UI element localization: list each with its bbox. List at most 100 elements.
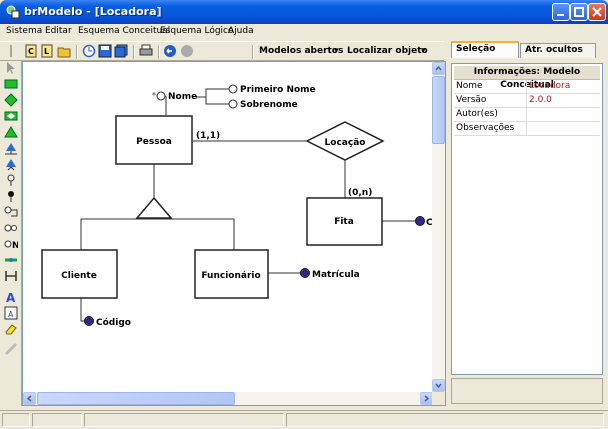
relationship-locacao[interactable]: Locação [305, 121, 385, 161]
multivalued-attribute-icon[interactable]: N [4, 237, 18, 251]
property-row[interactable]: Nome Locadora [454, 80, 600, 94]
brmodelo-app-icon[interactable] [6, 5, 20, 19]
property-value[interactable]: Locadora [529, 81, 571, 91]
tab-atr-ocultos[interactable]: Atr. ocultos [520, 43, 596, 58]
new-logical-icon[interactable]: L [40, 44, 54, 58]
property-key: Observações [456, 123, 515, 133]
attribute-codigo-circle[interactable] [84, 316, 94, 326]
chevron-left-icon [26, 395, 32, 402]
svg-text:A: A [6, 291, 16, 304]
attribute-matricula-label: Matrícula [312, 270, 360, 280]
key-attribute-tool-icon[interactable] [4, 189, 18, 203]
connector-icon[interactable] [4, 253, 18, 267]
associative-entity-icon[interactable] [4, 109, 18, 123]
attribute-nome-label: Nome [168, 92, 197, 102]
redo-icon[interactable] [180, 44, 194, 58]
scroll-left-button[interactable] [23, 392, 36, 405]
chevron-up-icon [435, 65, 442, 71]
find-object-dropdown[interactable]: Localizar objeto [347, 46, 428, 56]
self-relationship-icon[interactable] [4, 269, 18, 283]
entity-cliente[interactable]: Cliente [41, 249, 118, 299]
status-cell [286, 413, 604, 427]
save-all-icon[interactable] [114, 44, 128, 58]
menu-esquema-logico[interactable]: Esquema Lógico [160, 26, 234, 36]
properties-header: Informações: Modelo Conceitual [454, 66, 600, 90]
svg-text:C: C [28, 47, 34, 56]
entity-pessoa[interactable]: Pessoa [115, 115, 193, 165]
menu-ajuda[interactable]: Ajuda [228, 26, 254, 36]
inspector-panel: Seleção Atr. ocultos Informações: Modelo… [446, 41, 608, 406]
minimize-button[interactable] [552, 3, 570, 21]
specialization-shared-icon[interactable] [4, 157, 18, 171]
entity-cliente-label: Cliente [61, 271, 97, 281]
entity-tool-icon[interactable] [4, 77, 18, 91]
menu-sistema[interactable]: Sistema [6, 26, 43, 36]
property-key: Versão [456, 95, 487, 105]
menu-esquema-conceitual[interactable]: Esquema Conceitual [78, 26, 171, 36]
new-conceptual-icon[interactable]: C [24, 44, 38, 58]
attribute-primeiro-nome-circle[interactable] [228, 84, 238, 94]
scroll-up-button[interactable] [432, 62, 445, 75]
undo-icon[interactable] [163, 44, 177, 58]
entity-funcionario-label: Funcionário [201, 271, 260, 281]
attribute-fita-key-circle[interactable] [415, 216, 425, 226]
attribute-codigo-label: Código [96, 317, 131, 328]
composite-attribute-icon[interactable] [4, 205, 18, 219]
print-icon[interactable] [139, 44, 153, 58]
er-diagram[interactable]: Pessoa Fita Cliente Funcionário Locação … [23, 62, 433, 394]
minimize-icon [557, 14, 564, 16]
text-tool-icon[interactable]: A [4, 290, 18, 304]
property-row[interactable]: Versão 2.0.0 [454, 94, 600, 108]
diagram-canvas[interactable]: Pessoa Fita Cliente Funcionário Locação … [22, 61, 446, 406]
horizontal-scroll-thumb[interactable] [37, 392, 235, 405]
attribute-sobrenome-label: Sobrenome [240, 100, 298, 110]
attribute-fita-label: Co [426, 218, 433, 228]
text-box-tool-icon[interactable]: A [4, 306, 18, 320]
specialization-exclusive-icon[interactable] [4, 141, 18, 155]
menu-bar: Sistema Editar Esquema Conceitual Esquem… [0, 24, 608, 40]
menu-editar[interactable]: Editar [45, 26, 72, 36]
eraser-icon[interactable] [4, 322, 18, 336]
property-row[interactable]: Autor(es) [454, 108, 600, 122]
cardinality-pessoa: (1,1) [196, 131, 220, 141]
vertical-scroll-thumb[interactable] [432, 76, 445, 144]
maximize-button[interactable] [570, 3, 588, 21]
entity-funcionario[interactable]: Funcionário [194, 249, 269, 299]
status-bar [0, 410, 608, 429]
key-marker: * [152, 91, 156, 100]
properties-grid: Informações: Modelo Conceitual Nome Loca… [451, 63, 603, 375]
svg-text:A: A [8, 310, 14, 319]
models-open-dropdown[interactable]: Modelos abertos [259, 46, 344, 56]
vertical-scrollbar[interactable] [432, 62, 445, 392]
property-key: Nome [456, 81, 483, 91]
open-folder-icon[interactable] [57, 44, 71, 58]
attribute-nome-circle[interactable] [156, 91, 166, 101]
close-button[interactable] [588, 3, 606, 21]
attribute-sobrenome-circle[interactable] [228, 99, 238, 109]
clock-icon[interactable] [82, 44, 96, 58]
scroll-down-button[interactable] [432, 379, 445, 392]
save-icon[interactable] [98, 44, 112, 58]
attribute-tool-icon[interactable] [4, 173, 18, 187]
entity-fita[interactable]: Fita [306, 197, 383, 246]
property-value[interactable]: 2.0.0 [529, 95, 552, 105]
window-title: brModelo - [Locadora] [24, 5, 162, 18]
property-row[interactable]: Observações [454, 122, 600, 136]
models-open-arrow[interactable]: ▾ [334, 46, 339, 56]
specialization-triangle[interactable] [135, 196, 173, 219]
specialization-tool-icon[interactable] [4, 125, 18, 139]
relationship-tool-icon[interactable] [4, 93, 18, 107]
tab-selecao[interactable]: Seleção [451, 41, 519, 58]
description-panel [451, 378, 603, 404]
grip-icon [10, 45, 12, 57]
horizontal-scrollbar[interactable] [23, 392, 433, 405]
find-object-arrow[interactable]: ▾ [421, 46, 426, 56]
attribute-matricula-circle[interactable] [300, 268, 310, 278]
status-cell [32, 413, 82, 427]
title-bar: brModelo - [Locadora] [0, 0, 608, 24]
cardinality-fita: (0,n) [348, 188, 372, 198]
relationship-locacao-label: Locação [325, 138, 366, 148]
optional-attribute-icon[interactable] [4, 221, 18, 235]
pointer-icon[interactable] [4, 61, 18, 75]
tool-palette: N A A [0, 61, 22, 406]
